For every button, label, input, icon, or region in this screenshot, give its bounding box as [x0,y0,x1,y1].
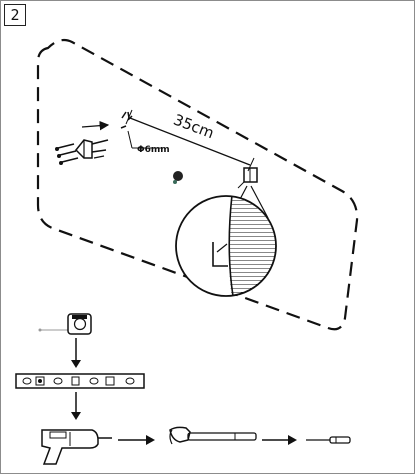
step-number: 2 [4,4,26,26]
left-bracket-assembly [55,120,110,165]
drill-icon [41,429,112,465]
hammer-icon [169,426,257,445]
arrow-icon [262,435,297,445]
tape-measure-icon [38,313,92,335]
arrow-icon [71,338,81,368]
distance-label: 35cm [171,111,217,143]
center-dot [173,171,183,181]
right-bracket [237,167,258,189]
magnified-detail [175,195,277,297]
spirit-level-icon [15,373,145,389]
wall-outline [36,38,359,331]
screwdriver-icon [306,436,351,444]
wall-plug-icon [91,139,109,159]
arrow-icon [71,392,81,420]
dimension-line [125,109,255,172]
bracket-icon [74,139,93,159]
screw-icon [55,143,79,165]
arrow-icon [118,435,155,445]
left-hole-marker [120,111,162,149]
drill-bit-label: Φ6mm [137,145,170,155]
